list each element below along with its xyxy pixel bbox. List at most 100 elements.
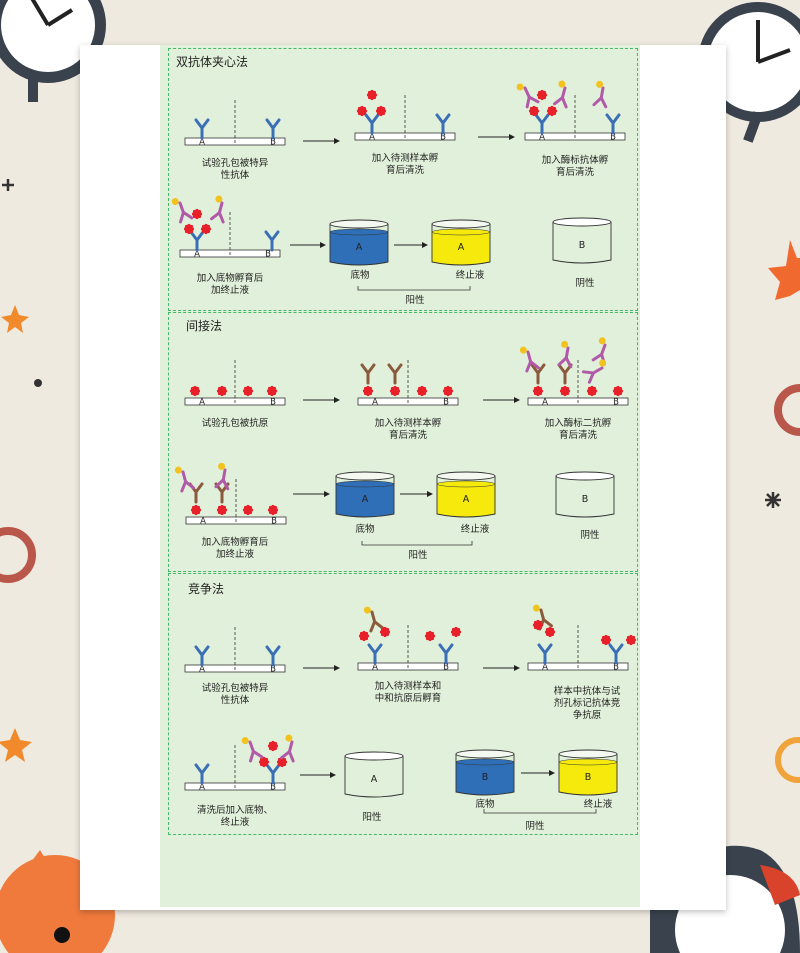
- antigen-icon: [216, 385, 228, 397]
- antibody-arm: [210, 211, 221, 221]
- antibody-icon: [194, 118, 210, 140]
- antibody-arm: [364, 113, 374, 125]
- cup-surface: [329, 228, 389, 236]
- well-label-a: A: [372, 398, 378, 408]
- cup-positive: A: [344, 751, 404, 798]
- arrow-head: [324, 491, 330, 497]
- antibody-arm: [611, 113, 621, 125]
- cup-stop: A: [436, 471, 496, 518]
- antibody-arm: [189, 230, 199, 242]
- caption: 加入待测样本和 中和抗原后孵育: [374, 681, 442, 704]
- antigen-icon: [532, 385, 544, 397]
- antigen-core: [561, 387, 569, 395]
- antibody-arm: [265, 645, 275, 657]
- arrow-icon: [394, 242, 428, 248]
- enzyme-antibody-icon: [280, 734, 295, 763]
- cup-liquid: [432, 232, 490, 265]
- bracket-positive: [357, 286, 471, 291]
- antibody-arm: [265, 763, 275, 775]
- antibody-icon: [265, 118, 281, 140]
- enzyme-icon: [218, 462, 226, 470]
- antibody-stem: [287, 740, 294, 754]
- cup-wall: [344, 756, 404, 798]
- antibody-arm: [592, 96, 603, 107]
- antibody-arm: [280, 750, 291, 760]
- cup-wall: [329, 224, 389, 266]
- antibody-icon: [265, 645, 281, 667]
- antigen-icon: [375, 105, 387, 117]
- cup-negative: B: [555, 471, 615, 518]
- cup-rim: [335, 471, 395, 481]
- arrow-icon: [293, 491, 330, 497]
- antibody-arm: [537, 643, 547, 655]
- cup-label: B: [482, 772, 489, 783]
- antigen-core: [546, 628, 554, 636]
- enzyme-icon: [241, 737, 249, 745]
- caption: 阳性: [408, 550, 428, 561]
- antibody-arm: [560, 96, 568, 109]
- antibody-arm: [444, 643, 454, 655]
- antibody-arm: [599, 96, 608, 109]
- enzyme-antibody-icon: [557, 340, 573, 369]
- caption: 终止液: [583, 799, 613, 810]
- arrow-head: [334, 665, 340, 671]
- arrow-icon: [483, 397, 520, 403]
- antigen-icon: [442, 385, 454, 397]
- antibody-arm: [194, 763, 204, 775]
- section-title-indirect: 间接法: [186, 319, 223, 333]
- enzyme-antibody-icon: [214, 462, 230, 491]
- caption: 阳性: [362, 812, 382, 823]
- antibody-arm: [527, 95, 540, 104]
- antibody-stem: [248, 740, 255, 753]
- antibody-arm: [387, 363, 397, 375]
- arrow-head: [334, 397, 340, 403]
- well-label-b: B: [443, 663, 449, 673]
- cup-rim: [329, 219, 389, 229]
- antibody-arm: [564, 356, 573, 369]
- enzyme-icon: [171, 198, 179, 206]
- antibody-stem: [221, 468, 227, 482]
- antibody-icon: [194, 645, 210, 667]
- antigen-core: [534, 387, 542, 395]
- well-label-b: B: [443, 398, 449, 408]
- antibody-stem: [599, 86, 605, 100]
- enzyme-icon: [363, 606, 371, 614]
- antigen-icon: [528, 105, 540, 117]
- arrow-head: [549, 770, 555, 776]
- antibody-arm: [614, 643, 624, 655]
- antigen-icon: [242, 504, 254, 516]
- section-sandwich-frame: [168, 48, 638, 311]
- antigen-icon: [536, 89, 548, 101]
- antibody-arm: [557, 356, 568, 367]
- enzyme-antibody-icon: [210, 195, 225, 224]
- antibody-icon: [265, 763, 281, 785]
- antibody-stem: [526, 350, 533, 364]
- enzyme-antibody-icon: [581, 359, 607, 384]
- cup-wall: [558, 754, 618, 796]
- antibody-icon: [608, 643, 624, 665]
- enzyme-antibody-icon: [592, 80, 608, 109]
- antibody-stem: [523, 86, 531, 99]
- antibody-arm: [251, 749, 264, 759]
- antibody-icon: [360, 363, 376, 385]
- caption: 底物: [350, 270, 370, 281]
- antigen-core: [191, 387, 199, 395]
- antibody-stem: [560, 86, 567, 100]
- caption: 加入酶标抗体孵 育后清洗: [541, 155, 609, 178]
- antibody-arm: [265, 118, 275, 130]
- antibody-arm: [180, 480, 188, 493]
- arrow-icon: [290, 242, 326, 248]
- caption: 清洗后加入底物、 终止液: [196, 805, 273, 828]
- antigen-core: [381, 628, 389, 636]
- antigen-icon: [625, 634, 637, 646]
- antigen-icon: [267, 504, 279, 516]
- antibody-icon: [387, 363, 403, 385]
- enzyme-icon: [174, 466, 182, 474]
- well-label-b: B: [270, 138, 276, 148]
- antigen-icon: [586, 385, 598, 397]
- antibody-arm: [369, 620, 377, 633]
- cup-rim: [436, 471, 496, 481]
